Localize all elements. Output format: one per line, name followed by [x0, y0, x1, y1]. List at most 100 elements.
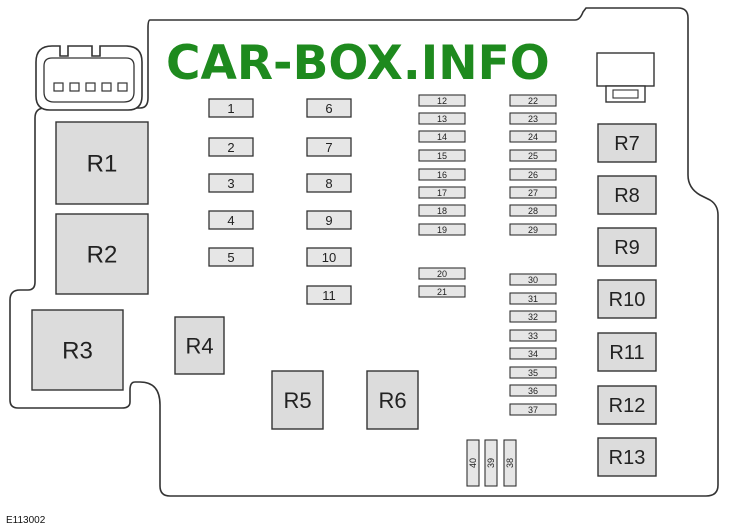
relay-label: R2	[87, 242, 118, 269]
relay-r4: R4	[174, 316, 225, 375]
fuse-box	[418, 112, 466, 125]
fuse-40: 40	[466, 439, 480, 487]
fuse-label: 33	[528, 331, 538, 341]
fuse-box	[418, 204, 466, 217]
fuse-label: 23	[528, 114, 538, 124]
fuse-box	[509, 149, 557, 162]
fuse-39: 39	[484, 439, 498, 487]
relay-r10: R10	[597, 279, 657, 319]
fuse-box	[509, 366, 557, 379]
connector	[35, 45, 143, 111]
fuse-label: 37	[528, 405, 538, 415]
fuse-label: 27	[528, 188, 538, 198]
relay-r5: R5	[271, 370, 324, 430]
fuse-14: 14	[418, 130, 466, 143]
relay-box	[597, 437, 657, 477]
fuse-30: 30	[509, 273, 557, 286]
fuse-box	[208, 173, 254, 193]
fuse-1: 1	[208, 98, 254, 118]
relay-r8: R8	[597, 175, 657, 215]
fuse-label: 32	[528, 312, 538, 322]
fuse-label: 15	[437, 151, 447, 161]
fuse-box	[418, 223, 466, 236]
fuse-label: 25	[528, 151, 538, 161]
relay-box	[366, 370, 419, 430]
fuse-5: 5	[208, 247, 254, 267]
fuse-33: 33	[509, 329, 557, 342]
relay-r12: R12	[597, 385, 657, 425]
fuse-box	[208, 137, 254, 157]
fuse-label: 6	[325, 101, 332, 116]
fuse-box	[509, 94, 557, 107]
fuse-15: 15	[418, 149, 466, 162]
fuse-box	[306, 285, 352, 305]
fuse-box	[418, 267, 466, 280]
relay-r11: R11	[597, 332, 657, 372]
fuse-label: 24	[528, 132, 538, 142]
fuse-box	[509, 310, 557, 323]
fuse-box	[509, 403, 557, 416]
watermark-text: CAR-BOX.INFO	[166, 36, 550, 91]
fuse-31: 31	[509, 292, 557, 305]
fuse-box	[503, 439, 517, 487]
fuse-box	[418, 285, 466, 298]
fuse-box	[509, 204, 557, 217]
relay-box	[597, 279, 657, 319]
fuse-box	[306, 137, 352, 157]
fuse-label: 18	[437, 206, 447, 216]
relay-box	[597, 332, 657, 372]
fuse-13: 13	[418, 112, 466, 125]
fuse-box	[208, 210, 254, 230]
fuse-box	[509, 168, 557, 181]
fuse-36: 36	[509, 384, 557, 397]
fuse-29: 29	[509, 223, 557, 236]
fuse-box	[509, 273, 557, 286]
fuse-box	[306, 98, 352, 118]
relay-label: R7	[614, 133, 640, 155]
relay-box	[597, 227, 657, 267]
fuse-box	[509, 130, 557, 143]
fuse-label: 20	[437, 269, 447, 279]
fuse-35: 35	[509, 366, 557, 379]
fuse-10: 10	[306, 247, 352, 267]
fuse-box	[509, 223, 557, 236]
relay-box	[31, 309, 124, 391]
relay-box	[271, 370, 324, 430]
fuse-box	[509, 384, 557, 397]
fuse-24: 24	[509, 130, 557, 143]
fuse-11: 11	[306, 285, 352, 305]
fuse-box	[509, 112, 557, 125]
relay-r6: R6	[366, 370, 419, 430]
fuse-37: 37	[509, 403, 557, 416]
relay-label: R10	[609, 289, 646, 311]
fuse-label: 17	[437, 188, 447, 198]
fuse-38: 38	[503, 439, 517, 487]
fuse-label: 10	[322, 250, 336, 265]
fuse-34: 34	[509, 347, 557, 360]
relay-label: R11	[609, 342, 644, 364]
relay-box	[174, 316, 225, 375]
relay-r9: R9	[597, 227, 657, 267]
fuse-25: 25	[509, 149, 557, 162]
fuse-26: 26	[509, 168, 557, 181]
fuse-9: 9	[306, 210, 352, 230]
fuse-label: 3	[227, 176, 234, 191]
relay-label: R4	[185, 333, 213, 358]
fuse-label: 9	[325, 213, 332, 228]
fuse-box	[509, 186, 557, 199]
fuse-18: 18	[418, 204, 466, 217]
fuse-box	[418, 130, 466, 143]
relay-label: R12	[609, 395, 646, 417]
fuse-19: 19	[418, 223, 466, 236]
relay-label: R6	[378, 388, 406, 413]
fuse-box	[306, 173, 352, 193]
fuse-label: 4	[227, 213, 234, 228]
fuse-box	[208, 247, 254, 267]
fuse-2: 2	[208, 137, 254, 157]
fuse-23: 23	[509, 112, 557, 125]
fuse-20: 20	[418, 267, 466, 280]
relay-r2: R2	[55, 213, 149, 295]
fuse-box	[509, 292, 557, 305]
fuse-box	[509, 347, 557, 360]
